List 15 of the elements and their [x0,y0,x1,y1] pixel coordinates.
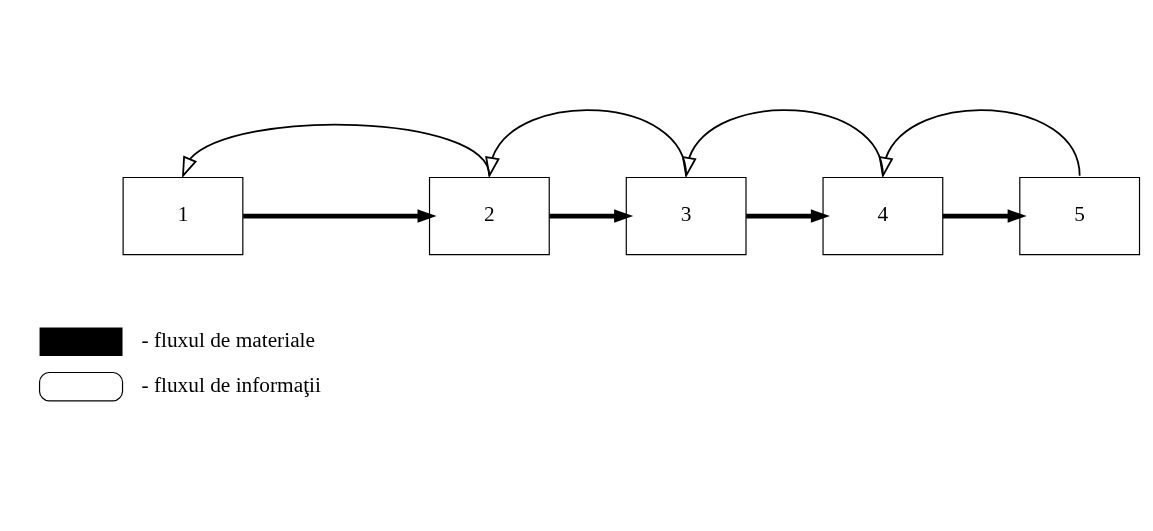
node-box: 4 [822,176,944,255]
arrow [942,208,1027,223]
node-box: 5 [1019,176,1141,255]
legend-label: - fluxul de informaţii [141,372,321,397]
node-box: 1 [122,176,244,255]
arrow [746,208,830,223]
legend-label: - fluxul de materiale [141,327,316,352]
arrow [485,109,688,178]
arrow [243,208,437,223]
arrow [181,123,491,178]
arrow [549,208,634,223]
node-box: 3 [625,176,747,255]
arrow [878,109,1081,178]
arrow [681,109,884,178]
node-box: 2 [428,176,550,255]
